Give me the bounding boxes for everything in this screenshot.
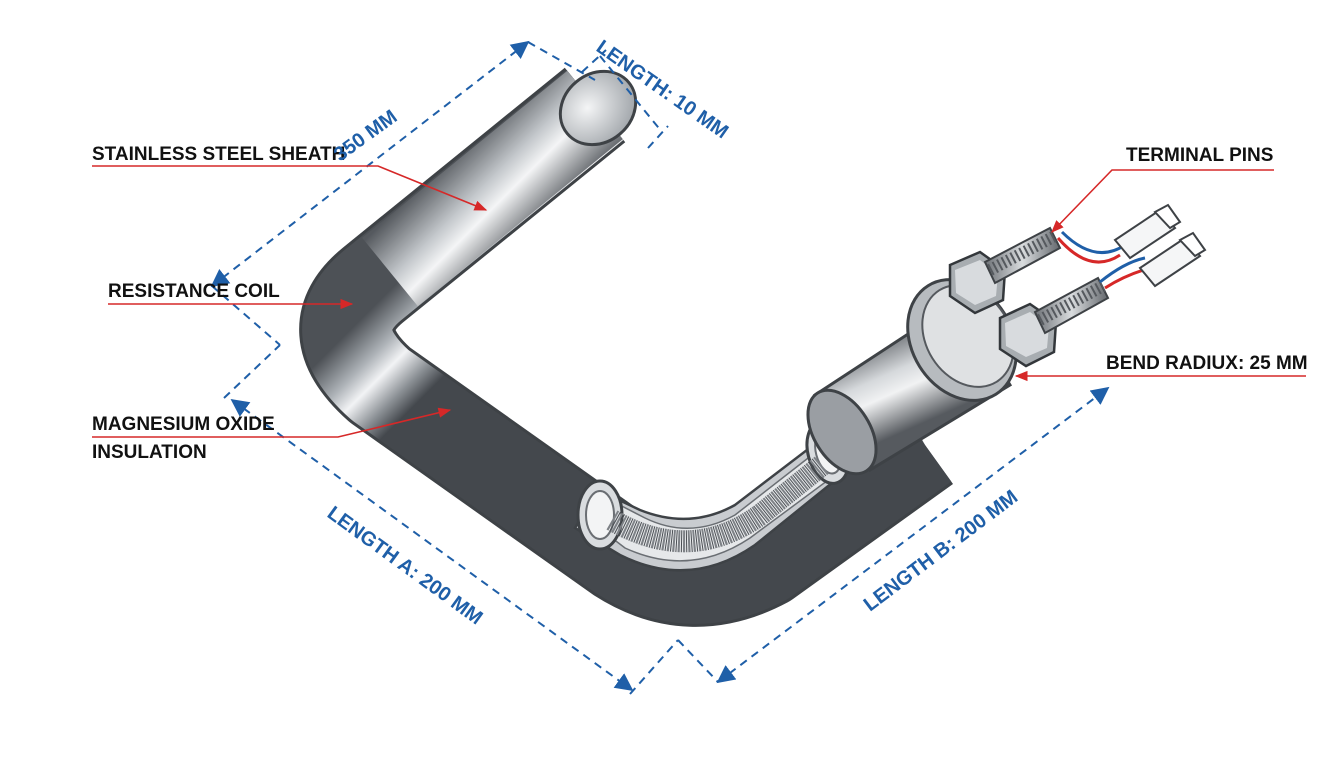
- coil-label: RESISTANCE COIL: [108, 281, 280, 302]
- sheath-label: STAINLESS STEEL SHEATH: [92, 144, 345, 165]
- length-a-dimension-line: [230, 398, 634, 692]
- spade-connector-lower: [1138, 231, 1207, 288]
- overall-length-dimension-line: [210, 40, 530, 288]
- overall-length-text: 350 MM: [330, 106, 401, 166]
- end-length-extension-right: [647, 125, 669, 149]
- spade-connector-upper: [1113, 203, 1182, 260]
- terminal-pins-label: TERMINAL PINS: [1126, 145, 1273, 166]
- insulation-label-line1: MAGNESIUM OXIDE: [92, 414, 275, 435]
- heater-tube: [299, 67, 954, 627]
- sheath-leader-line: [92, 165, 488, 211]
- length-b-dimension-line: [716, 386, 1110, 684]
- end-length-dimension-line: [599, 55, 663, 133]
- terminal-leader-line: [1051, 169, 1274, 233]
- insulation-leader-line: [92, 407, 452, 438]
- length-b-extension-left: [677, 639, 719, 683]
- length-a-extension-right: [629, 639, 679, 695]
- resistance-coil: [606, 456, 829, 553]
- length-a-extension-left-2: [211, 285, 281, 346]
- threaded-stud-lower: [1033, 276, 1110, 335]
- insulation-label-line2: INSULATION: [92, 442, 207, 463]
- threaded-stud-upper: [983, 226, 1062, 285]
- bend-radius-label: BEND RADIUX: 25 MM: [1106, 353, 1308, 374]
- length-a-extension-left: [223, 344, 281, 399]
- end-length-extension-left: [581, 49, 607, 73]
